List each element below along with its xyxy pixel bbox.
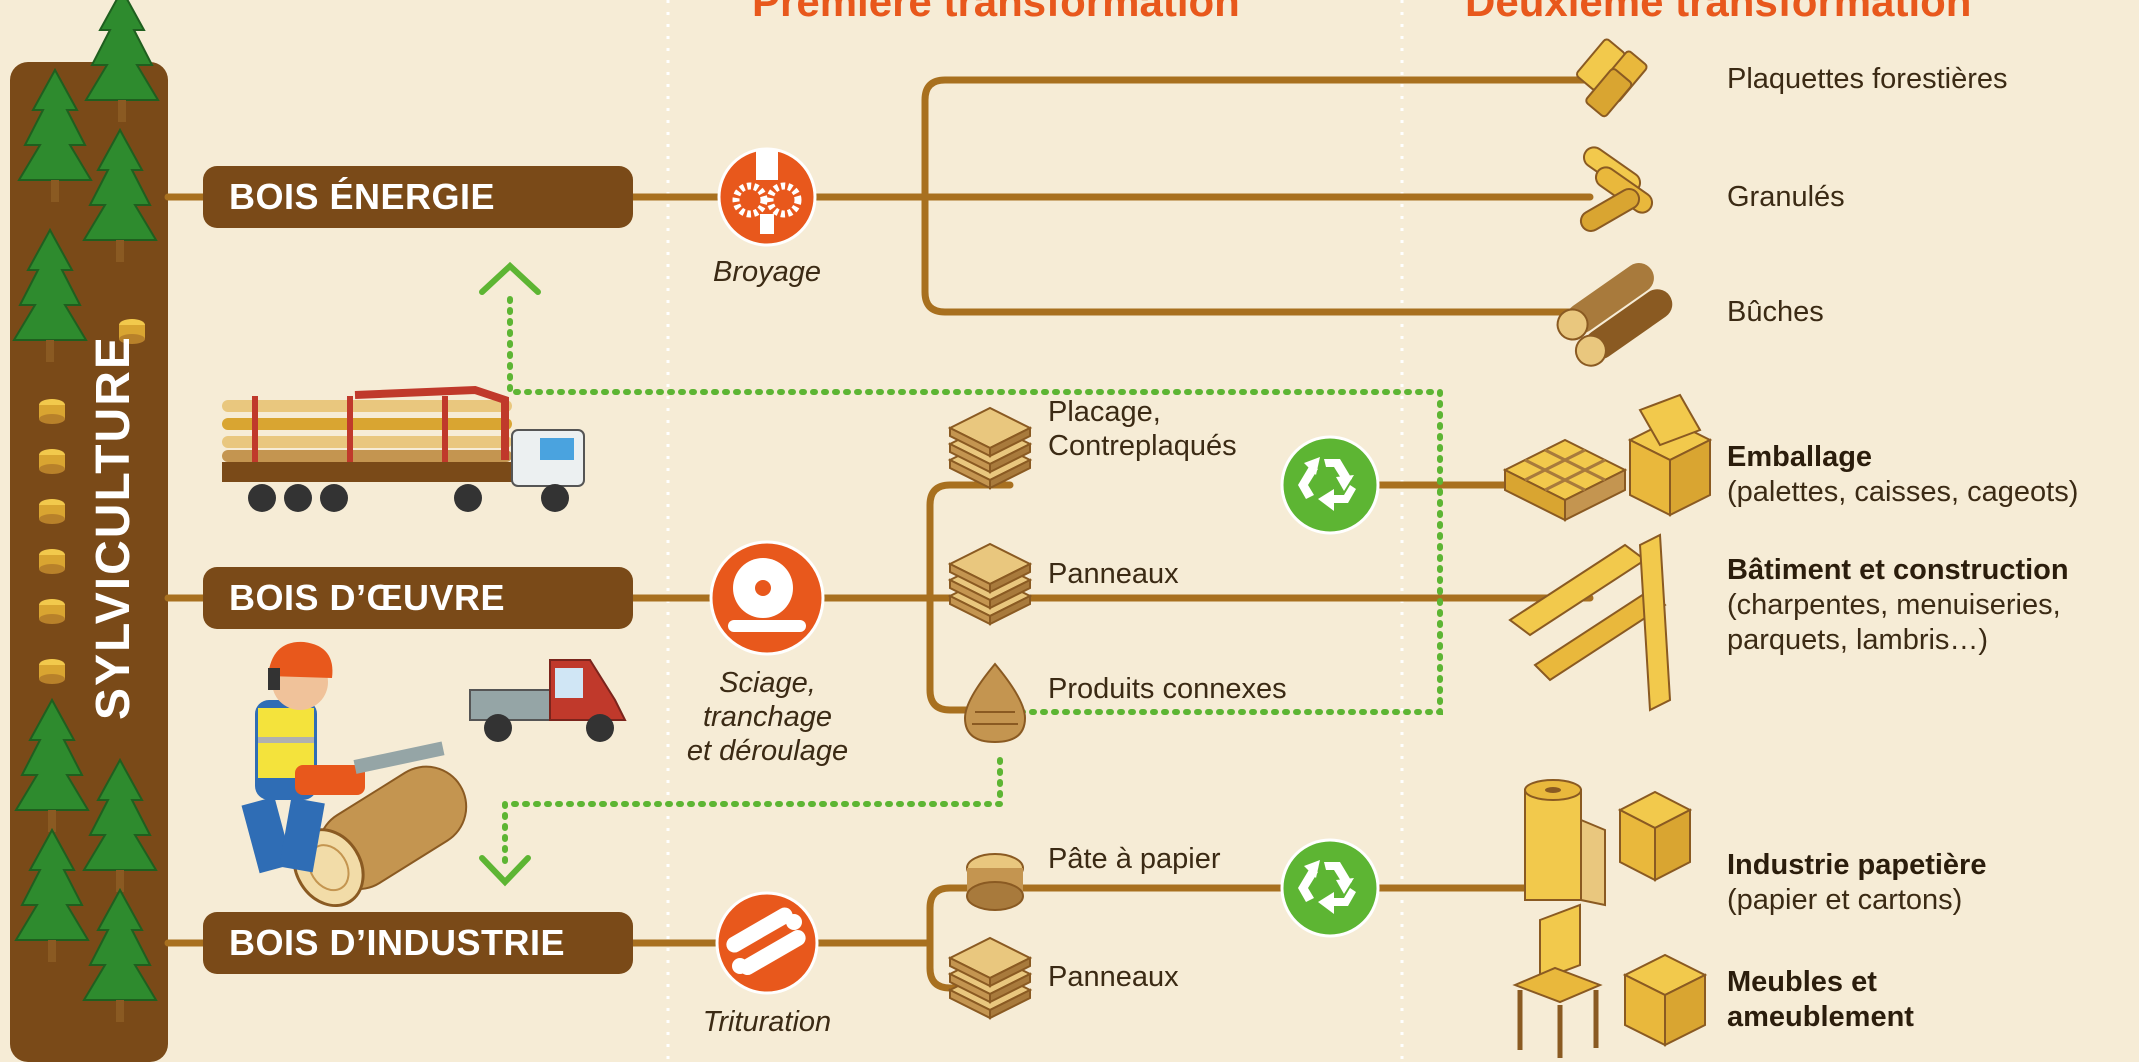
output-papeterie: Industrie papetière (papier et cartons)	[1727, 848, 1986, 918]
lumberjack-icon	[241, 641, 468, 908]
output-batiment-desc: (charpentes, menuiseries,	[1727, 589, 2061, 621]
paper-roll-icon	[1524, 779, 1606, 907]
sawdust-icon	[963, 662, 1027, 744]
box-icon	[1627, 393, 1713, 517]
heading-first-transformation: Première transformation	[752, 0, 1240, 25]
intermediate-produits-connexes: Produits connexes	[1048, 673, 1287, 705]
intermediate-placage: Placage, Contreplaqués	[1048, 395, 1237, 463]
category-bois-oeuvre: BOIS D’ŒUVRE	[203, 567, 633, 629]
output-papeterie-title: Industrie papetière	[1727, 849, 1987, 881]
paper-pulp-icon	[966, 853, 1024, 911]
cabinet-icon	[1617, 790, 1708, 1047]
output-meubles: Meubles et ameublement	[1727, 965, 1914, 1035]
output-batiment: Bâtiment et construction (charpentes, me…	[1727, 553, 2069, 658]
process-sciage-line: et déroulage	[686, 735, 849, 767]
intermediate-placage-line: Placage,	[1048, 396, 1161, 428]
logs-icon	[1556, 262, 1673, 367]
output-meubles-title: Meubles et	[1727, 966, 1877, 998]
recycle-icon	[1280, 435, 1380, 938]
output-batiment-desc: parquets, lambris…)	[1727, 624, 1989, 656]
output-papeterie-desc: (papier et cartons)	[1727, 884, 1963, 916]
chair-icon	[1512, 903, 1603, 1058]
process-sciage-line: Sciage,	[719, 667, 816, 699]
shredder-icon	[715, 891, 819, 995]
output-plaquettes: Plaquettes forestières	[1727, 63, 2008, 95]
category-bois-energie: BOIS ÉNERGIE	[203, 166, 633, 228]
pallet-icon	[1502, 438, 1628, 522]
output-emballage-desc: (palettes, caisses, cageots)	[1727, 476, 2079, 508]
log-truck-icon	[222, 385, 585, 512]
intermediate-placage-line: Contreplaqués	[1048, 430, 1237, 462]
intermediate-pate-papier: Pâte à papier	[1048, 843, 1221, 875]
beams-icon	[1508, 533, 1672, 712]
intermediate-panneaux-industrie: Panneaux	[1048, 961, 1179, 993]
process-sciage-line: tranchage	[703, 701, 832, 733]
output-granules: Granulés	[1727, 181, 1845, 213]
wood-chips-icon	[1576, 38, 1648, 118]
category-bois-industrie: BOIS D’INDUSTRIE	[203, 912, 633, 974]
sawmill-gears-icon	[717, 147, 817, 247]
intermediate-panneaux: Panneaux	[1048, 558, 1179, 590]
output-emballage: Emballage (palettes, caisses, cageots)	[1727, 440, 2078, 510]
heading-second-transformation: Deuxième transformation	[1465, 0, 1972, 25]
process-trituration: Trituration	[702, 1006, 832, 1038]
utility-vehicle-icon	[469, 659, 627, 742]
output-buches: Bûches	[1727, 296, 1824, 328]
output-emballage-title: Emballage	[1727, 441, 1873, 473]
output-meubles-title: ameublement	[1727, 1001, 1914, 1033]
process-broyage: Broyage	[712, 256, 821, 288]
pellets-icon	[1579, 146, 1654, 232]
output-batiment-title: Bâtiment et construction	[1727, 554, 2069, 586]
process-sciage: Sciage, tranchage et déroulage	[680, 666, 855, 768]
silviculture-label: SYLVICULTURE	[86, 335, 141, 720]
saw-blade-icon	[709, 540, 825, 656]
